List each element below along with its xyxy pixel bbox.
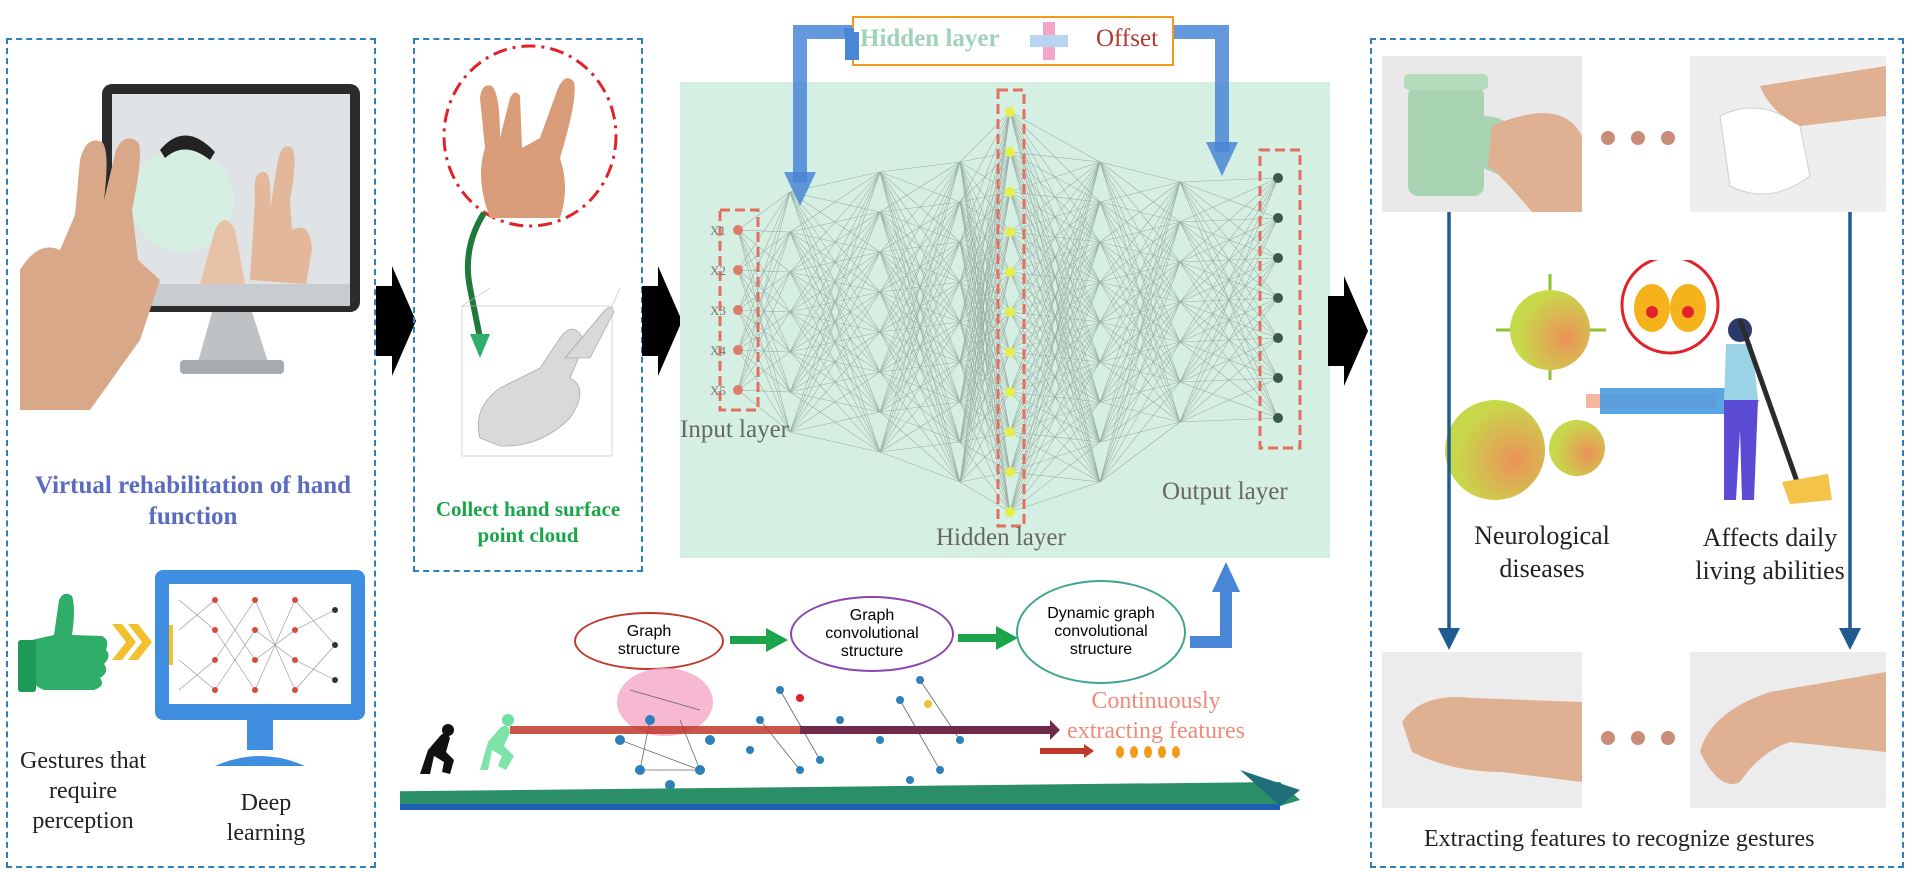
arrow-right-icon: [1328, 276, 1368, 386]
hidden-offset-box: [852, 16, 1174, 66]
input-node: [733, 385, 743, 395]
input-node: [733, 305, 743, 315]
output-node: [1273, 253, 1283, 263]
dynamic-graph-conv-node: Dynamic graph convolutional structure: [1016, 580, 1186, 684]
offset-label: Offset: [1096, 25, 1159, 52]
graph-conv-node: Graph convolutional structure: [790, 596, 954, 672]
output-layer-label: Output layer: [1162, 478, 1288, 505]
input-node: [733, 265, 743, 275]
chevron-right-icon: [112, 624, 152, 660]
top-hidden-layer-label: Hidden layer: [860, 25, 1000, 52]
affects-label: Affects daily living abilities: [1695, 523, 1845, 585]
output-layer-box: [1258, 148, 1302, 450]
photo-hand-bent: [1690, 652, 1886, 808]
input-node-label: X4: [710, 343, 726, 358]
output-node: [1273, 333, 1283, 343]
plus-icon: [1030, 22, 1068, 60]
blue-arrow-left: [784, 25, 852, 206]
input-node: [733, 345, 743, 355]
blue-arrow-up: [1190, 562, 1240, 648]
input-node-label: X2: [710, 263, 726, 278]
hidden-layer-label: Hidden layer: [936, 524, 1066, 551]
photo-hand-flat: [1382, 652, 1582, 808]
graph-structure-node: Graph structure: [574, 612, 724, 670]
continuous-features-label: Continuously extracting features: [1067, 688, 1245, 744]
input-node-label: X5: [710, 383, 726, 398]
photo-cloth: [1690, 56, 1886, 212]
arrow-right-icon: [376, 266, 416, 376]
photo-mug: [1382, 56, 1582, 212]
disease-illustration: [1445, 260, 1832, 504]
deep-learning-monitor: [155, 570, 365, 766]
gestures-label: Gestures that require perception: [20, 748, 146, 834]
arrow-right-icon: [642, 266, 682, 376]
panel2-title: Collect hand surface point cloud: [435, 497, 621, 548]
hidden-node: [1005, 187, 1015, 197]
down-arrow-right: [1839, 212, 1861, 650]
arrow-right-icon: [958, 626, 1018, 650]
panel-virtual-rehab: [6, 38, 376, 868]
hidden-node: [1005, 347, 1015, 357]
graph-conv-label: Graph convolutional structure: [825, 607, 919, 660]
input-layer-label: Input layer: [680, 416, 789, 443]
arrow-right-icon: [730, 628, 788, 652]
hidden-node: [1005, 227, 1015, 237]
hidden-node: [1005, 387, 1015, 397]
hidden-layer-box: [996, 88, 1026, 528]
graph-structure-label: Graph structure: [617, 623, 681, 658]
thumbs-up-icon: [18, 593, 109, 692]
output-node: [1273, 173, 1283, 183]
dynamic-graph-conv-label: Dynamic graph convolutional structure: [1047, 605, 1155, 658]
panel1-title: Virtual rehabilitation of hand function: [34, 472, 351, 531]
input-node-label: X3: [710, 303, 726, 318]
output-node: [1273, 373, 1283, 383]
ellipsis-dots: [1601, 731, 1675, 745]
hand-pointcloud-illustration: [442, 44, 621, 457]
input-node: [733, 225, 743, 235]
blue-arrow-right: [1174, 25, 1238, 176]
monitor-illustration: [20, 84, 360, 410]
down-arrow-left: [1438, 212, 1460, 650]
output-node: [1273, 293, 1283, 303]
input-layer-box: [718, 208, 760, 412]
hidden-node: [1005, 507, 1015, 517]
hidden-node: [1005, 267, 1015, 277]
graph-pipeline-illustration: [400, 668, 1300, 810]
extracting-label: Extracting features to recognize gesture…: [1424, 826, 1815, 852]
hidden-node: [1005, 107, 1015, 117]
input-node-label: X1: [710, 223, 726, 238]
output-node: [1273, 213, 1283, 223]
panel-gesture-recognition: [1370, 38, 1904, 868]
hidden-node: [1005, 147, 1015, 157]
ellipsis-dots: [1601, 131, 1675, 145]
output-node: [1273, 413, 1283, 423]
neuro-label: Neurological diseases: [1474, 521, 1610, 583]
hidden-node: [1005, 427, 1015, 437]
hidden-node: [1005, 467, 1015, 477]
deep-learning-label: Deep learning: [226, 790, 306, 846]
hidden-node: [1005, 307, 1015, 317]
